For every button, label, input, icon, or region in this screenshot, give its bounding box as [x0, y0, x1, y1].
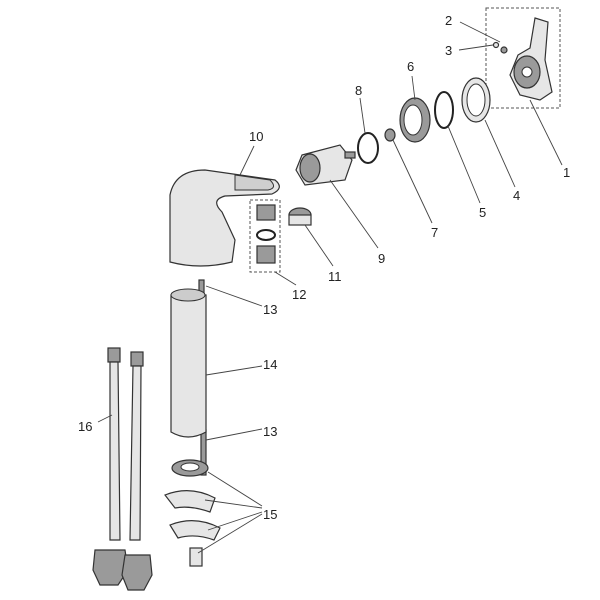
label-part-11: 11	[328, 269, 342, 284]
label-part-16: 16	[78, 419, 92, 434]
part-1-handle	[485, 7, 561, 109]
label-part-13-bottom: 13	[263, 424, 277, 439]
label-part-9: 9	[378, 251, 385, 266]
part-9-cartridge	[295, 144, 356, 186]
leader-lines	[97, 21, 563, 554]
label-part-8: 8	[355, 83, 362, 98]
label-part-15: 15	[263, 507, 277, 522]
part-5-o-ring	[434, 91, 454, 129]
label-part-10: 10	[249, 129, 263, 144]
part-11-aerator	[288, 207, 312, 226]
part-14-riser-tube	[170, 288, 207, 438]
label-part-14: 14	[263, 357, 277, 372]
label-part-13-top: 13	[263, 302, 277, 317]
part-3-cap	[492, 41, 500, 49]
part-2-screw	[500, 46, 508, 54]
label-part-12: 12	[292, 287, 306, 302]
handle-group-box	[485, 7, 561, 109]
label-part-3: 3	[445, 43, 452, 58]
label-part-4: 4	[513, 188, 520, 203]
part-12-aerator-set	[249, 199, 281, 273]
label-part-7: 7	[431, 225, 438, 240]
part-16-flex-hoses	[92, 347, 153, 591]
label-part-2: 2	[445, 13, 452, 28]
part-6-nut	[399, 97, 431, 143]
label-part-6: 6	[407, 59, 414, 74]
part-15-fixing-set	[164, 459, 221, 567]
part-8-o-ring	[357, 132, 379, 164]
part-10-spout-body	[169, 169, 280, 267]
label-part-1: 1	[563, 165, 570, 180]
part-4-cover	[461, 77, 491, 123]
label-part-5: 5	[479, 205, 486, 220]
part-7-insert	[384, 128, 396, 142]
